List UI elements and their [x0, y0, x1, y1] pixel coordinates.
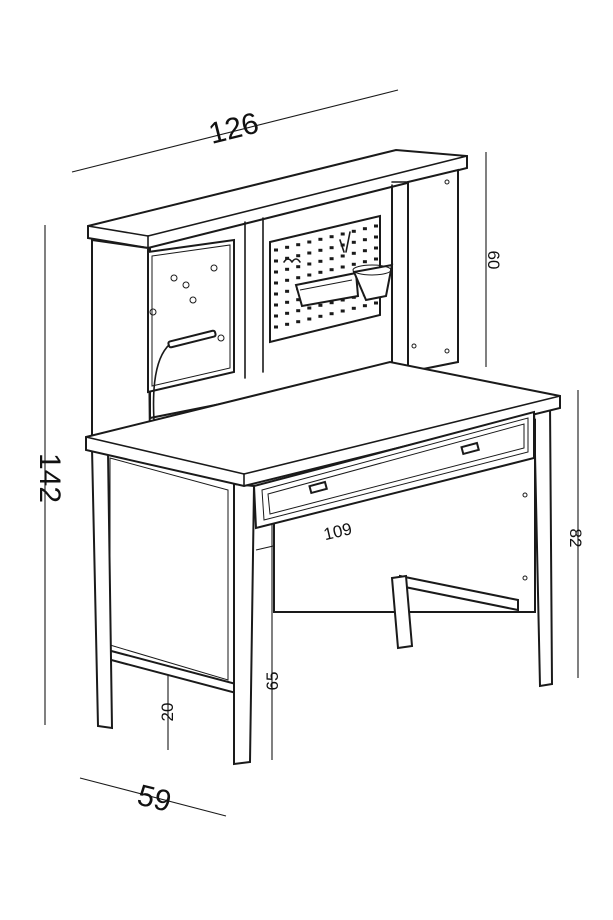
pegboard-hole — [296, 243, 301, 247]
pegboard-hole — [374, 301, 378, 305]
pegboard-hole — [362, 304, 367, 308]
pegboard-hole — [296, 309, 301, 313]
pegboard-hole — [274, 281, 278, 285]
pegboard-hole — [307, 240, 312, 244]
pegboard-hole — [274, 259, 278, 263]
pegboard-hole — [362, 238, 367, 242]
pegboard-scissors-icon — [339, 231, 351, 253]
label-total-height: 142 — [33, 453, 66, 503]
hutch-top-shelf — [87, 148, 468, 250]
pegboard-hole — [318, 303, 323, 307]
pegboard-hole — [274, 314, 278, 318]
pegboard-hole — [307, 251, 312, 255]
drawer-handle-left-icon — [308, 480, 328, 495]
pegboard-hole — [274, 248, 278, 252]
label-depth: 59 — [134, 779, 174, 819]
pegboard-cup — [352, 263, 394, 302]
pegboard-hole — [296, 265, 301, 269]
label-desk-height: 82 — [566, 529, 585, 548]
pegboard-hole — [307, 306, 312, 310]
pegboard-hole — [285, 278, 290, 282]
dim-line-top-width — [71, 89, 399, 173]
pegboard-hole — [351, 229, 356, 233]
pegboard-hole — [351, 262, 356, 266]
pegboard-hole — [362, 249, 367, 253]
pegboard-hole — [351, 306, 356, 310]
pegboard-hole — [285, 289, 290, 293]
desk-top — [85, 360, 561, 488]
pegboard-hole — [329, 301, 334, 305]
pegboard-hole — [340, 298, 345, 302]
pegboard-hole — [318, 237, 323, 241]
label-top-width: 126 — [205, 107, 262, 151]
pegboard-hole — [307, 273, 312, 277]
pegboard-hole — [362, 227, 367, 231]
pegboard-hook-icon — [283, 258, 301, 263]
pegboard-hole — [285, 267, 290, 271]
pegboard-hole — [340, 243, 345, 247]
pegboard-hole — [274, 303, 278, 307]
pegboard-hole — [296, 298, 301, 302]
pegboard-hole — [307, 317, 312, 321]
hutch — [87, 148, 468, 447]
pegboard-hole — [340, 309, 345, 313]
label-hutch-height: 60 — [484, 251, 503, 270]
desk-leg-back-right — [532, 402, 554, 688]
pegboard-hole — [285, 300, 290, 304]
pegboard-hole — [318, 248, 323, 252]
pegboard-hole — [274, 292, 278, 296]
pegboard-hole — [329, 246, 334, 250]
pegboard-hole — [318, 314, 323, 318]
hutch-left-panel — [91, 238, 152, 447]
pegboard-hole — [340, 265, 345, 269]
desk — [85, 360, 561, 766]
pegboard-hole — [318, 259, 323, 263]
pegboard-hole — [296, 320, 301, 324]
pegboard-hole — [296, 276, 301, 280]
pegboard-hole — [374, 257, 378, 261]
pegboard-hole — [285, 311, 290, 315]
pegboard-hole — [340, 232, 345, 236]
desk-drawer — [252, 410, 535, 530]
pegboard-hole — [329, 268, 334, 272]
pegboard-hole — [274, 270, 278, 274]
desk-leg-front-left — [90, 446, 114, 730]
pegboard-hole — [329, 235, 334, 239]
pegboard-hole — [351, 240, 356, 244]
pegboard-hole — [351, 251, 356, 255]
desk-leg-front-right — [233, 482, 256, 766]
pegboard-hole — [329, 312, 334, 316]
board-magnets — [149, 264, 225, 342]
pegboard-hole — [374, 235, 378, 239]
pegboard-tray — [294, 271, 360, 308]
pegboard-hole — [285, 322, 290, 326]
pegboard-hole — [374, 246, 378, 250]
pegboard-hole — [285, 256, 290, 260]
pegboard-hole — [374, 224, 378, 228]
hutch-right-panel — [407, 168, 459, 374]
pegboard-hole — [274, 325, 278, 329]
pegboard-hole — [318, 270, 323, 274]
label-rail-height: 20 — [158, 703, 177, 722]
label-knee-height: 65 — [263, 672, 282, 691]
pegboard-hole — [340, 254, 345, 258]
dim-line-depth — [79, 777, 227, 817]
pegboard-hole — [307, 262, 312, 266]
pegboard-hole — [285, 245, 290, 249]
pegboard-hole — [362, 260, 367, 264]
desk-leg-back-left — [390, 574, 414, 650]
pegboard-hole — [296, 254, 301, 258]
magnetic-board — [147, 238, 235, 394]
drawer-handle-right-icon — [460, 441, 480, 456]
pegboard-hole — [329, 257, 334, 261]
